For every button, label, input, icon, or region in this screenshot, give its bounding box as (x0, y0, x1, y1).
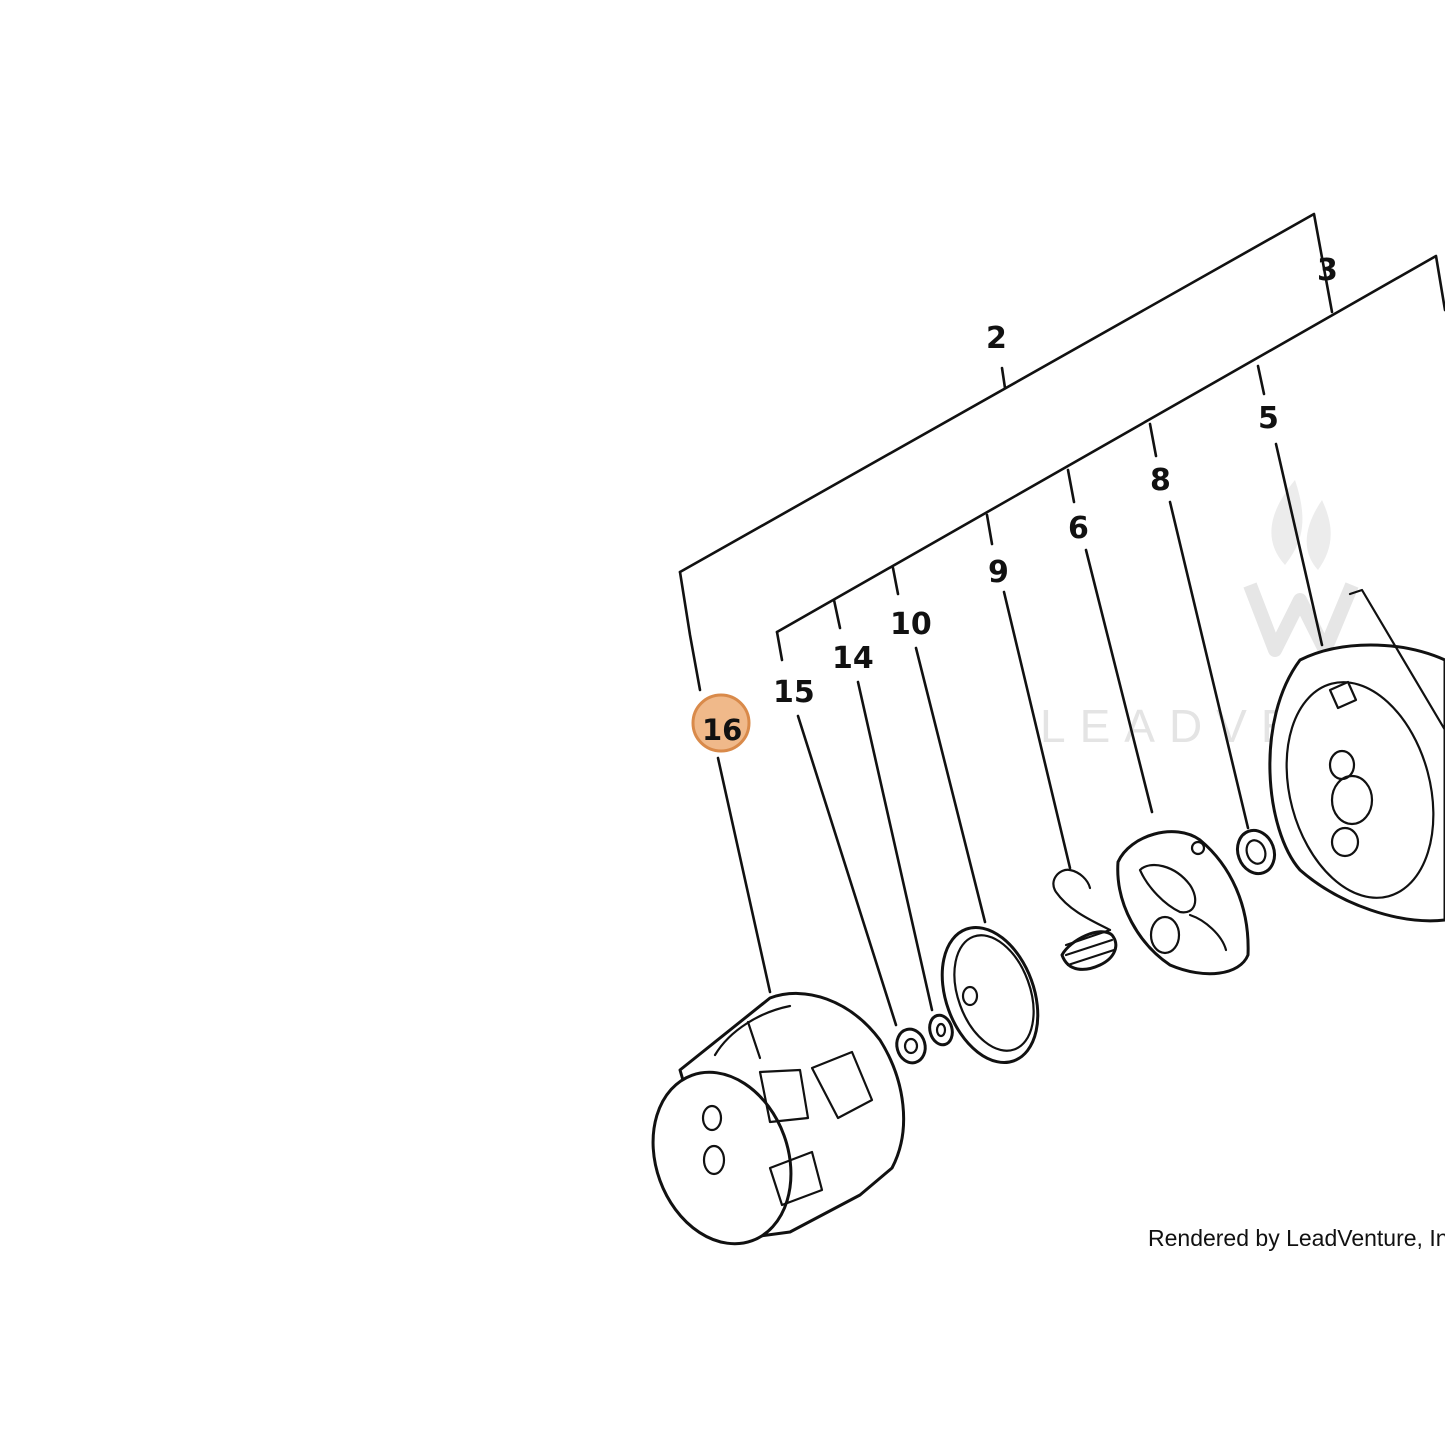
leader-lines (678, 212, 1445, 1027)
leader-9-top (985, 513, 994, 546)
part-5-reel[interactable] (1264, 588, 1445, 923)
leader-6 (1084, 548, 1154, 814)
callouts: 2 3 5 8 6 9 10 14 15 16 (691, 253, 1338, 753)
leader-5 (1274, 442, 1324, 647)
callout-9[interactable]: 9 (988, 555, 1009, 590)
callout-8[interactable]: 8 (1150, 463, 1171, 498)
callout-6[interactable]: 6 (1068, 511, 1089, 546)
leader-16-lower (716, 756, 772, 994)
leader-14 (856, 680, 934, 1012)
leader-8-top (1148, 422, 1158, 458)
callout-10[interactable]: 10 (890, 607, 932, 642)
callout-2[interactable]: 2 (986, 321, 1007, 356)
part-15-nut[interactable] (893, 1026, 929, 1066)
render-credit: Rendered by LeadVenture, Inc (1148, 1225, 1445, 1251)
leader-16 (678, 570, 702, 692)
leader-10-top (891, 566, 900, 596)
bracket-outer (678, 212, 1334, 574)
part-9-spring[interactable] (1052, 868, 1118, 971)
leader-10 (914, 646, 987, 924)
leader-2 (1000, 366, 1007, 390)
highlight-circle (691, 693, 751, 753)
callout-3[interactable]: 3 (1317, 253, 1338, 288)
part-8-washer[interactable] (1232, 825, 1281, 879)
part-16-starter-cup[interactable] (630, 991, 906, 1263)
callout-16-highlight[interactable]: 16 (691, 693, 751, 753)
part-6-ratchet[interactable] (1116, 830, 1250, 976)
callout-14[interactable]: 14 (832, 641, 874, 676)
part-14-washer[interactable] (926, 1013, 955, 1048)
leader-15-top (775, 630, 784, 662)
leader-5-top (1256, 364, 1266, 396)
callout-16[interactable]: 16 (702, 713, 742, 747)
callout-5[interactable]: 5 (1258, 401, 1279, 436)
leader-14-top (832, 598, 842, 630)
bracket-inner (775, 254, 1445, 634)
leader-6-top (1066, 468, 1076, 504)
leader-9 (1002, 590, 1072, 870)
callout-15[interactable]: 15 (773, 675, 815, 710)
part-10-plate[interactable] (925, 914, 1056, 1076)
watermark-flame-icon (1243, 480, 1359, 657)
leader-8 (1168, 500, 1250, 830)
leader-15 (796, 714, 898, 1027)
